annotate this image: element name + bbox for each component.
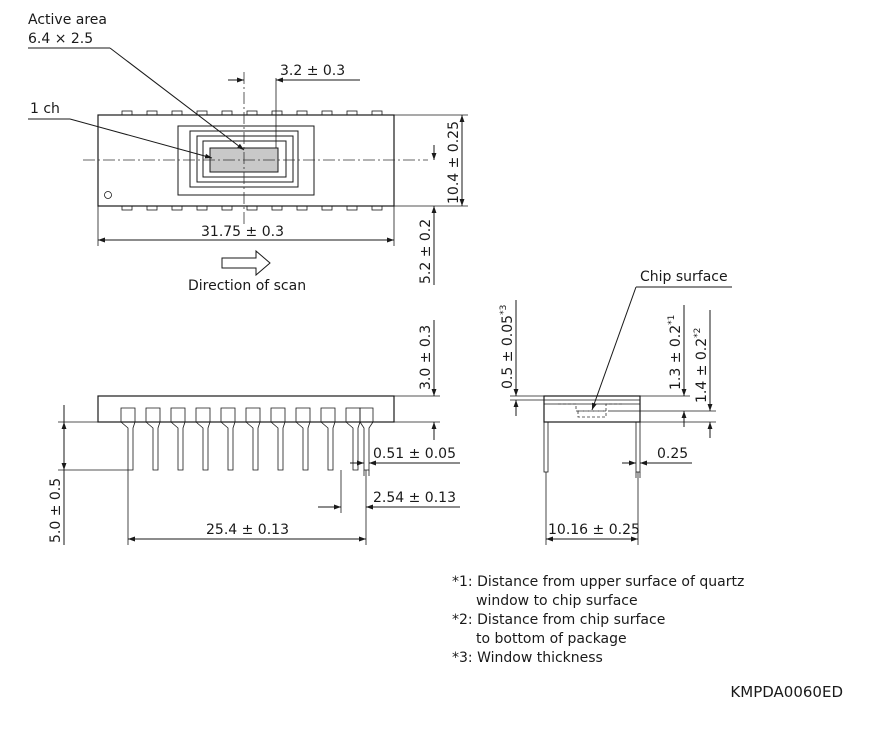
active-area-title: Active area [28, 12, 107, 28]
scan-direction-label: Direction of scan [188, 278, 306, 294]
dim-lead-pitch: 2.54 ± 0.13 [318, 470, 460, 513]
footnotes: *1: Distance from upper surface of quart… [452, 573, 744, 668]
dim-chip-offset-text: 5.2 ± 0.2 [418, 219, 434, 284]
chip-outline [202, 140, 287, 178]
side-view: 3.0 ± 0.3 5.0 ± 0.5 0.51 ± 0.05 2.54 [48, 320, 460, 545]
chip-surface-label: Chip surface [640, 269, 728, 285]
dim-lead-width: 0.51 ± 0.05 [350, 446, 460, 476]
dim-package-width-text: 10.4 ± 0.25 [446, 121, 462, 204]
dim-package-width: 10.4 ± 0.25 [394, 114, 468, 207]
channel-callout: 1 ch [28, 101, 213, 159]
document-id: KMPDA0060ED [730, 683, 843, 701]
scan-direction: Direction of scan [188, 249, 306, 294]
dim-window-width: 3.2 ± 0.3 [228, 63, 360, 148]
end-view-chip [577, 410, 607, 418]
dim-row-spacing-text: 10.16 ± 0.25 [548, 522, 640, 538]
dim-chip-to-bottom-ref: *2 [693, 328, 703, 338]
dim-chip-to-bottom: 1.4 ± 0.2*2 [640, 310, 716, 438]
dim-package-height: 3.0 ± 0.3 [394, 320, 440, 440]
active-area-size: 6.4 × 2.5 [28, 31, 93, 47]
dim-chip-offset: 5.2 ± 0.2 [418, 145, 437, 285]
top-view: Active area 6.4 × 2.5 1 ch 3.2 ± 0.3 10.… [28, 12, 468, 294]
top-view-pins-lower [121, 205, 383, 211]
dim-window-thickness-text: 0.5 ± 0.05 [500, 315, 516, 389]
svg-text:1.3 ± 0.2*1: 1.3 ± 0.2*1 [667, 315, 684, 390]
chip-surface-callout: Chip surface [591, 269, 732, 411]
dim-row-spacing: 10.16 ± 0.25 [545, 472, 640, 545]
svg-text:1.4 ± 0.2*2: 1.4 ± 0.2*2 [693, 328, 710, 403]
dim-window-thickness: 0.5 ± 0.05*3 [499, 300, 544, 416]
dim-window-to-chip-ref: *1 [667, 315, 677, 325]
end-view-lead-left [543, 421, 549, 473]
footnote-2: *2: Distance from chip surface [452, 612, 666, 628]
window-frame-outer [177, 125, 315, 196]
active-area-callout: Active area 6.4 × 2.5 [28, 12, 245, 151]
dim-lead-length-text: 5.0 ± 0.5 [48, 478, 64, 543]
dim-window-width-text: 3.2 ± 0.3 [280, 63, 345, 79]
svg-text:0.5 ± 0.05*3: 0.5 ± 0.05*3 [499, 305, 516, 389]
footnote-2-cont: to bottom of package [476, 631, 627, 647]
dim-package-height-text: 3.0 ± 0.3 [418, 325, 434, 390]
dim-pin-span-text: 25.4 ± 0.13 [206, 522, 289, 538]
footnote-1: *1: Distance from upper surface of quart… [452, 574, 745, 590]
side-view-leads [120, 407, 374, 471]
end-view: Chip surface 0.5 ± 0.05*3 1.3 ± 0.2*1 [499, 269, 732, 545]
dim-lead-pitch-text: 2.54 ± 0.13 [373, 490, 456, 506]
channel-label: 1 ch [30, 101, 60, 117]
dim-lead-width-text: 0.51 ± 0.05 [373, 446, 456, 462]
pin1-marker [104, 191, 112, 199]
dim-package-length: 31.75 ± 0.3 [97, 206, 395, 246]
dim-window-to-chip-text: 1.3 ± 0.2 [668, 325, 684, 390]
dim-package-length-text: 31.75 ± 0.3 [201, 224, 284, 240]
dim-lead-thickness-text: 0.25 [657, 446, 688, 462]
footnote-1-cont: window to chip surface [476, 593, 638, 609]
dim-lead-length: 5.0 ± 0.5 [48, 405, 128, 545]
dim-pin-span: 25.4 ± 0.13 [127, 470, 367, 545]
dim-chip-to-bottom-text: 1.4 ± 0.2 [694, 338, 710, 403]
dim-lead-thickness: 0.25 [622, 446, 692, 478]
footnote-3: *3: Window thickness [452, 650, 603, 666]
dim-window-thickness-ref: *3 [499, 305, 509, 315]
dim-window-to-chip: 1.3 ± 0.2*1 [608, 305, 690, 427]
end-view-lead-right [635, 421, 641, 473]
scan-direction-arrow-icon [221, 249, 271, 277]
window-frame-inner [196, 135, 294, 183]
